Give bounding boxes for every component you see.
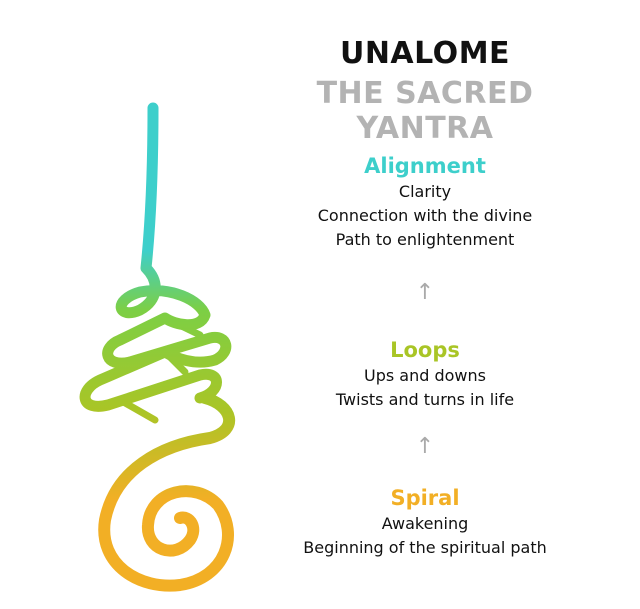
section-line: Connection with the divine: [317, 206, 533, 225]
section-heading: Loops: [390, 338, 460, 362]
section-spiral: Spiral Awakening Beginning of the spirit…: [270, 484, 580, 560]
section-line: Ups and downs: [364, 366, 486, 385]
title: UNALOME: [339, 36, 511, 71]
arrow-up-icon: ↑: [415, 434, 435, 459]
section-line: Path to enlightenment: [335, 230, 515, 249]
arrow-up-icon: ↑: [415, 280, 435, 305]
section-heading: Spiral: [390, 486, 460, 510]
section-line: Clarity: [398, 182, 452, 201]
section-heading: Alignment: [364, 154, 486, 178]
section-line: Beginning of the spiritual path: [303, 538, 547, 557]
section-loops: Loops Ups and downs Twists and turns in …: [270, 336, 580, 412]
section-line: Twists and turns in life: [335, 390, 515, 409]
subtitle: THE SACRED YANTRA: [316, 76, 534, 146]
section-line: Awakening: [381, 514, 469, 533]
unalome-symbol: [79, 102, 235, 592]
section-alignment: Alignment Clarity Connection with the di…: [270, 152, 580, 252]
